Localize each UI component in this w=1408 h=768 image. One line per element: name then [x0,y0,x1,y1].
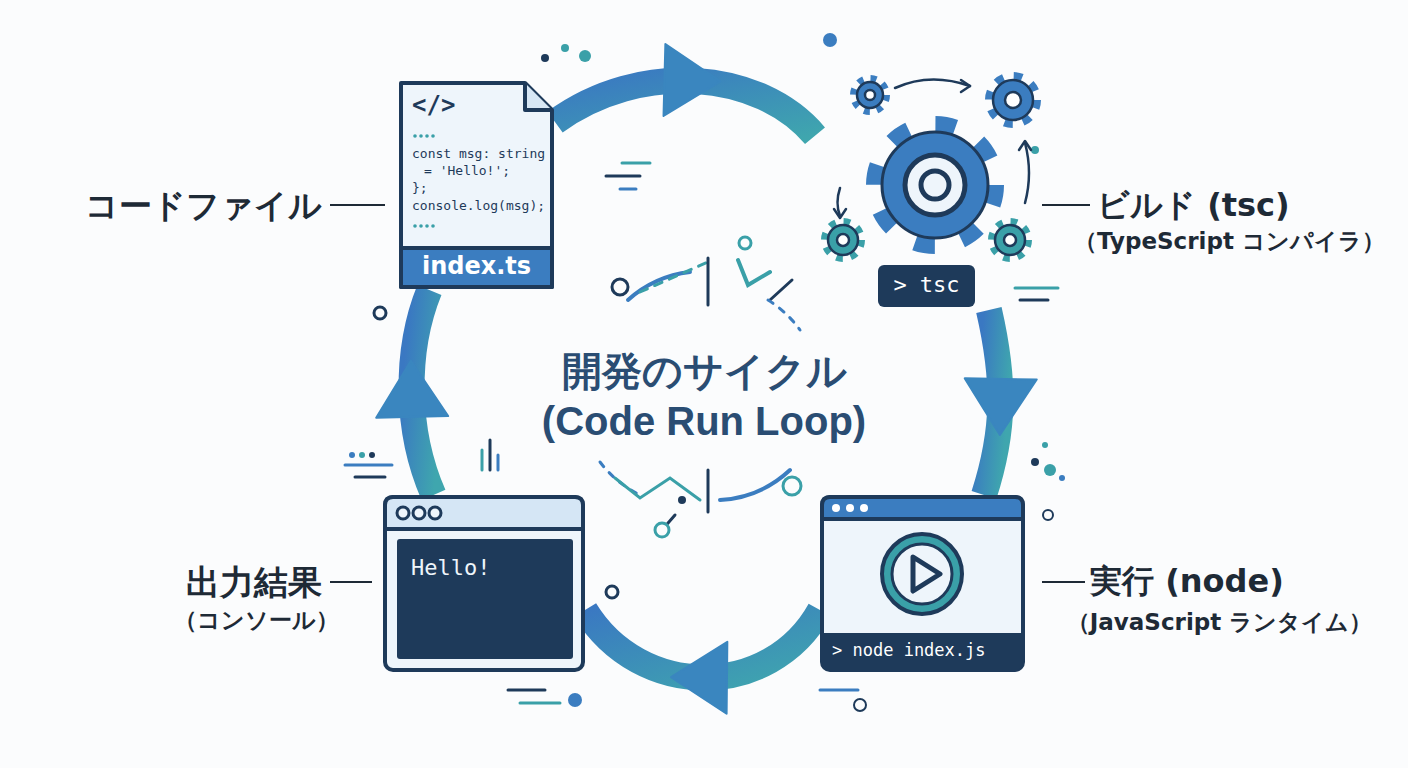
leader-line [1042,204,1090,206]
build-gears: ビルド (tsc)（TypeScript コンパイラ）> tsc [815,68,1050,310]
output-window: 出力結果（コンソール）Hello! [383,495,585,672]
code-symbol: </> [412,91,472,120]
accent-dot [823,33,837,47]
circuit-line [707,470,710,512]
console-window [383,495,585,672]
accent-dot [606,586,618,598]
accent-dots [349,33,1065,711]
accent-dot [1043,510,1053,520]
diagram-title: 開発のサイクル (Code Run Loop) [514,346,894,446]
circuit-line [770,280,792,300]
accent-dot [1059,475,1065,481]
command-text: > node index.js [832,640,1022,660]
code-line: = 'Hello!'; [424,163,552,179]
circuit-arc [768,300,800,330]
circuit-node [678,496,686,504]
cycle-arrow [965,310,1037,495]
circuit-line [615,478,700,500]
node-heading: 出力結果 [140,562,322,603]
accent-line [820,689,858,692]
node-subtitle: （コンソール） [151,607,361,635]
cycle-arrow [585,610,820,714]
accent-line [489,440,492,470]
accent-dot [1031,458,1039,466]
circuit-node [739,237,751,249]
console-output: Hello! [411,555,561,581]
accent-dot [854,699,866,711]
accent-dot [374,307,386,319]
accent-line [620,188,636,191]
code-line: const msg: string [412,146,552,162]
node-heading: ビルド (tsc) [1097,186,1337,224]
accent-dot [1044,464,1056,476]
accent-dot [369,452,375,458]
node-subtitle: （TypeScript コンパイラ） [1067,228,1392,256]
command-text: > tsc [878,272,975,298]
accent-line [1020,299,1048,302]
leader-line [1042,581,1085,583]
arrow-head [965,378,1037,435]
accent-line [520,702,560,705]
leader-line [330,204,385,206]
leader-line [330,581,372,583]
accent-line [606,175,640,178]
circuit-node [655,523,669,537]
circuit-node [612,279,628,295]
accent-dot [359,452,365,458]
cycle-arrow [376,290,448,495]
accent-dot [579,50,591,62]
circuit-arc [720,470,790,500]
accent-dot [349,452,355,458]
accent-dot [568,693,582,707]
circuit-node [783,477,801,495]
node-subtitle: （JavaScript ランタイム） [1057,609,1382,637]
arrow-head [376,361,448,418]
circuit-arc [628,272,690,300]
cycle-arrow [555,44,815,136]
circuit-arc [600,462,640,495]
accent-dot [561,44,569,52]
run-window: 実行 (node)（JavaScript ランタイム）> node index.… [820,495,1025,672]
accent-dot [541,54,549,62]
node-heading: 実行 (node) [1090,562,1330,600]
accent-line [622,162,650,165]
accent-dot [1042,442,1048,448]
code-file: コードファイル</>const msg: string= 'Hello!';};… [398,80,555,290]
accent-line [508,689,545,692]
circuit-arc [640,262,708,292]
accent-line [345,464,392,467]
accent-line [497,455,500,470]
accent-line [355,476,385,479]
code-line: console.log(msg); [412,198,552,214]
arrow-head [664,44,721,116]
arrow-head [671,642,727,714]
accent-line [1015,287,1058,290]
file-name: index.ts [398,252,555,281]
code-line: }; [412,180,552,196]
circuit-line [738,260,770,285]
accent-line [481,450,484,470]
node-heading: コードファイル [80,186,322,226]
circuit-line [707,258,710,305]
